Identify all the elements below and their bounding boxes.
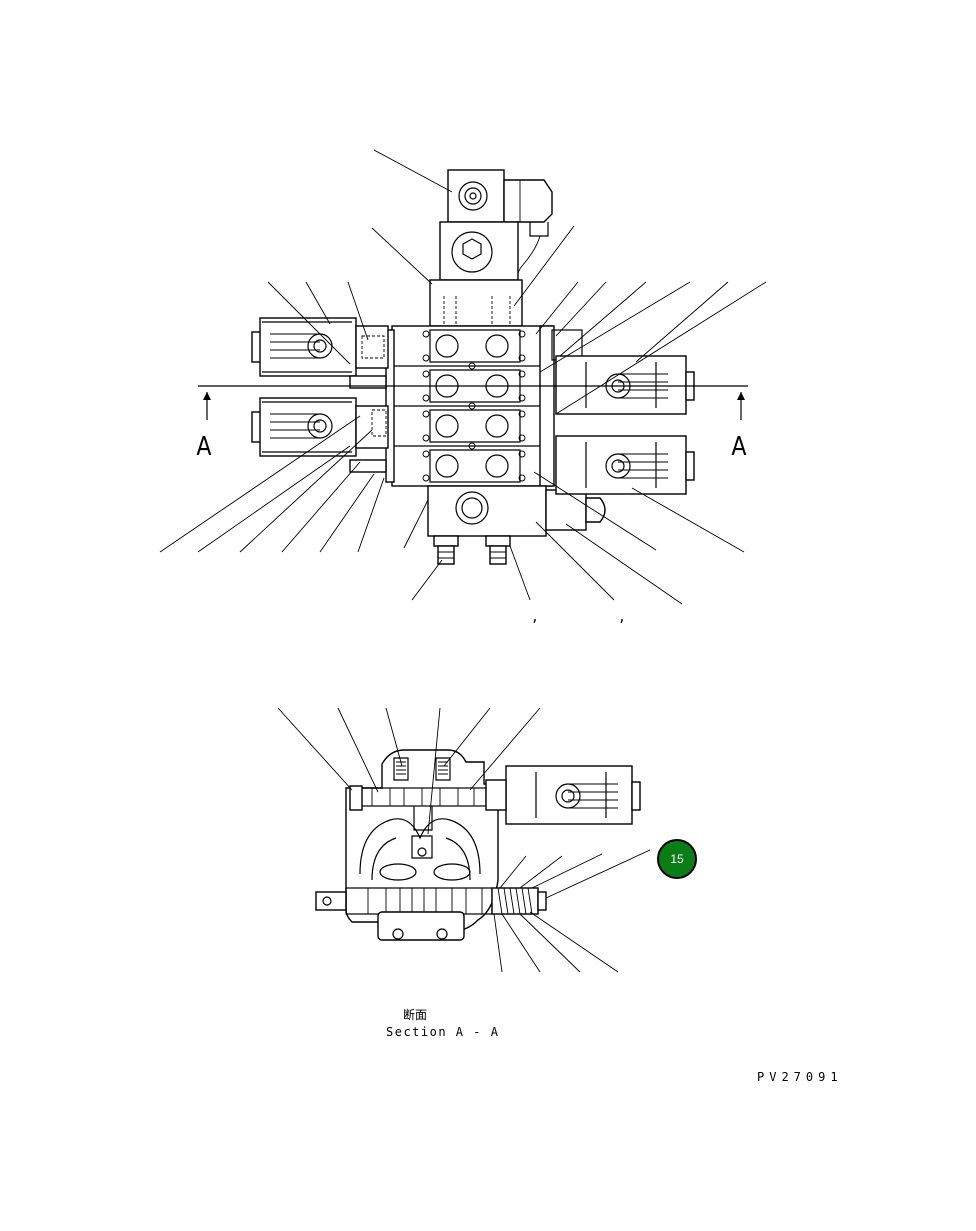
- valve-stack: [385, 325, 583, 487]
- top-view: [159, 149, 767, 605]
- bottom-cover: [427, 485, 606, 565]
- section-mark-right: A: [731, 432, 747, 462]
- section-caption-jp: 断面: [403, 1008, 428, 1022]
- top-solenoid: [429, 169, 553, 327]
- leader-lines-section: [277, 707, 651, 973]
- separator-comma: ,: [618, 610, 626, 625]
- left-solenoid-lower: [251, 375, 389, 473]
- part-callout-badge[interactable]: 15: [657, 839, 697, 879]
- section-caption-en: Section A - A: [386, 1025, 500, 1039]
- drawing-number: PV27091: [757, 1070, 843, 1084]
- section-view: [277, 707, 651, 973]
- left-solenoid-upper: [251, 317, 389, 377]
- right-solenoid-lower: [555, 435, 695, 495]
- separator-comma: ,: [531, 610, 539, 625]
- right-solenoid-upper: [555, 355, 695, 415]
- section-mark-left: A: [196, 432, 212, 462]
- leader-lines-top: [159, 149, 767, 605]
- section-line: [198, 385, 748, 420]
